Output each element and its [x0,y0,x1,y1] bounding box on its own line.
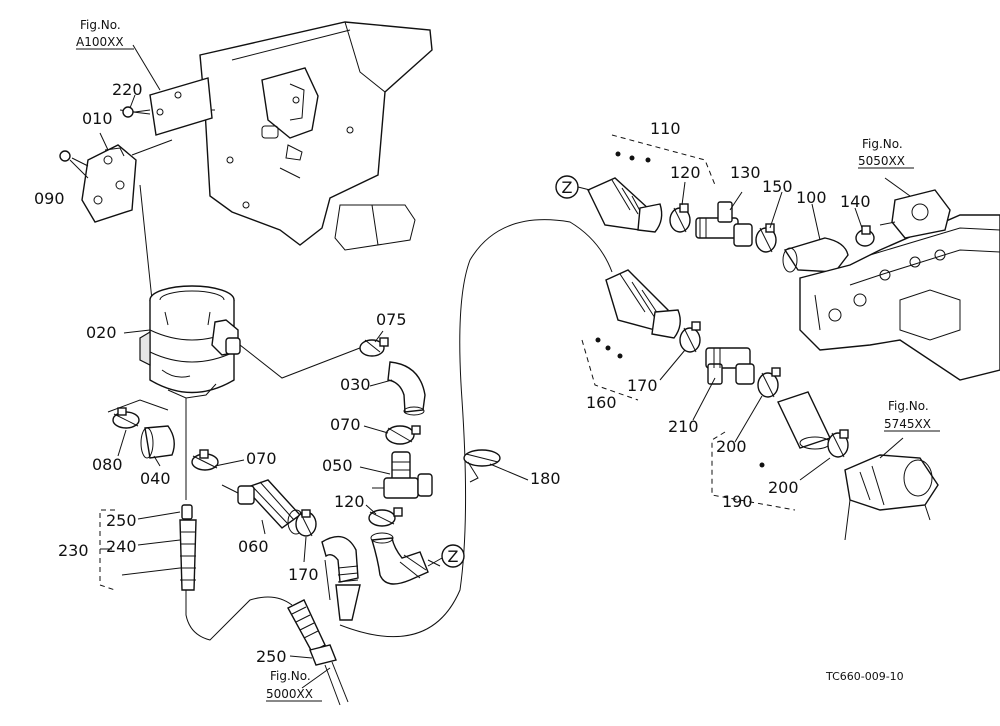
hose-lower-elbow [321,535,361,621]
part-040 [140,425,175,459]
clamp-080 [112,407,140,429]
engine-block-right [799,189,1000,381]
connector-z-label: Z [562,178,573,197]
clamp-200-lower [827,429,849,458]
hose-bottom [287,599,349,706]
hose-180-line [339,219,613,638]
label-180: 180 [530,469,561,488]
label-190: 190 [722,492,753,511]
figure-ref-a100: Fig.No. A100XX [76,18,134,50]
drawing-code: TC660-009-10 [825,670,904,683]
bracket-010 [59,144,137,223]
leader-lines [69,44,911,689]
pump-020 [139,285,241,410]
label-170: 170 [627,376,658,395]
bracket-190 [711,431,796,511]
label-230: 230 [58,541,89,560]
label-250: 250 [256,647,287,666]
label-150: 150 [762,177,793,196]
label-010: 010 [82,109,113,128]
guide-line [139,184,153,301]
hose-100 [782,237,849,273]
tee-210 [705,347,755,385]
figure-ref-5745: Fig.No. 5745XX [884,399,940,432]
label-080: 080 [92,455,123,474]
clamp-200-upper [757,367,781,398]
clamp-140 [855,225,875,247]
label-020: 020 [86,323,117,342]
hose-assembly-230 [179,504,197,591]
bolt-220 [122,106,151,118]
label-040: 040 [140,469,171,488]
clamp-120-lower [368,507,403,527]
guide-line [131,139,173,156]
figure-ref-5050: Fig.No. 5050XX [858,137,914,169]
label-060: 060 [238,537,269,556]
assembly-5745 [844,454,939,541]
figure-ref-label: Fig.No. [80,18,121,32]
fuel-line [185,590,293,641]
label-210: 210 [668,417,699,436]
figure-ref-label: Fig.No. [888,399,929,413]
figure-ref-code: A100XX [76,35,124,49]
label-220: 220 [112,80,143,99]
connector-z-upper: Z [555,175,591,199]
label-075: 075 [376,310,407,329]
label-120: 120 [670,163,701,182]
clamp-170-right [679,321,701,353]
label-170: 170 [288,565,319,584]
clamp-070-left [191,449,219,471]
tee-050 [372,451,433,499]
fuel-line [324,559,331,601]
figure-ref-label: Fig.No. [270,669,311,683]
label-140: 140 [840,192,871,211]
connector-z-label: Z [448,547,459,566]
hose-190 [777,391,831,450]
connector-z-lower: Z [427,544,465,568]
hose-group-160 [605,269,681,339]
figure-ref-code: 5745XX [884,417,931,431]
label-030: 030 [340,375,371,394]
hose-group-110 [587,177,663,233]
fuel-line [239,344,366,379]
label-070: 070 [330,415,361,434]
label-090: 090 [34,189,65,208]
tee-130 [695,201,753,247]
bracket-160 [581,339,639,401]
hose-030 [387,361,426,416]
label-160: 160 [586,393,617,412]
label-070: 070 [246,449,277,468]
label-110: 110 [650,119,681,138]
clamp-180 [463,449,501,483]
figure-ref-5000: Fig.No. 5000XX [266,669,322,702]
clamp-170-left [295,509,317,537]
label-130: 130 [730,163,761,182]
engine-housing [199,21,433,251]
guide-line [107,399,169,413]
label-200: 200 [716,437,747,456]
label-050: 050 [322,456,353,475]
part-labels: 220 010 090 020 075 030 070 050 120 080 … [34,80,871,666]
filter-060 [221,479,305,535]
hose-elbow [370,532,441,585]
figure-ref-code: 5000XX [266,687,313,701]
figure-ref-code: 5050XX [858,154,905,168]
clamp-070-right [385,425,421,445]
clamp-075 [359,337,389,357]
label-120: 120 [334,492,365,511]
figure-ref-label: Fig.No. [862,137,903,151]
clamp-120-upper [669,203,691,233]
label-240: 240 [106,537,137,556]
clamp-150 [755,223,777,253]
label-200: 200 [768,478,799,497]
label-100: 100 [796,188,827,207]
label-250: 250 [106,511,137,530]
